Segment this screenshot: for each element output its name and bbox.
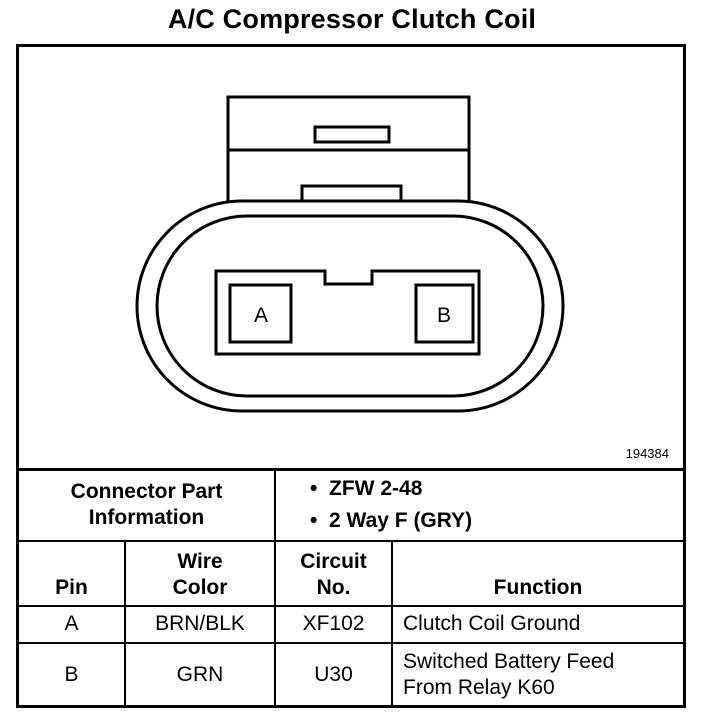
header-wire-color: Wire Color (124, 539, 276, 607)
part-info-values: • ZFW 2-48 • 2 Way F (GRY) (274, 468, 683, 542)
header-pin: Pin (19, 539, 126, 607)
connector-lock-tab (226, 95, 471, 205)
page-title: A/C Compressor Clutch Coil (167, 4, 537, 34)
part-info-bullet-2: • 2 Way F (GRY) (310, 509, 473, 533)
terminal-a-label: A (254, 304, 268, 327)
terminal-a: A (228, 283, 293, 344)
header-circuit: Circuit No. (274, 539, 393, 607)
row-a-function: Clutch Coil Ground (391, 604, 683, 644)
connector-frame: A B 194384 Connector Part Information • … (16, 44, 686, 708)
row-a-wire-color: BRN/BLK (124, 604, 276, 644)
header-function: Function (391, 539, 683, 607)
row-b-function: Switched Battery Feed From Relay K60 (391, 641, 683, 707)
figure-id: 194384 (625, 446, 669, 461)
table-row: B GRN U30 Switched Battery Feed From Rel… (19, 641, 683, 707)
row-b-wire-color: GRN (124, 641, 276, 707)
pin-table: Connector Part Information • ZFW 2-48 • … (19, 468, 683, 707)
row-a-pin: A (19, 604, 126, 644)
table-row: A BRN/BLK XF102 Clutch Coil Ground (19, 604, 683, 644)
part-info-label-line2: Information (88, 506, 205, 530)
part-info-row: Connector Part Information • ZFW 2-48 • … (19, 468, 683, 542)
terminal-b: B (414, 283, 475, 344)
connector-body-inner (155, 214, 545, 398)
table-header-row: Pin Wire Color Circuit No. Function (19, 539, 683, 607)
connector-diagram: A B (135, 95, 565, 413)
part-info-bullet-1: • ZFW 2-48 (310, 477, 423, 501)
terminal-b-label: B (437, 304, 451, 327)
part-info-label: Connector Part Information (19, 468, 276, 542)
part-info-label-line1: Connector Part (70, 480, 223, 504)
row-a-circuit: XF102 (274, 604, 393, 644)
row-b-circuit: U30 (274, 641, 393, 707)
row-b-pin: B (19, 641, 126, 707)
